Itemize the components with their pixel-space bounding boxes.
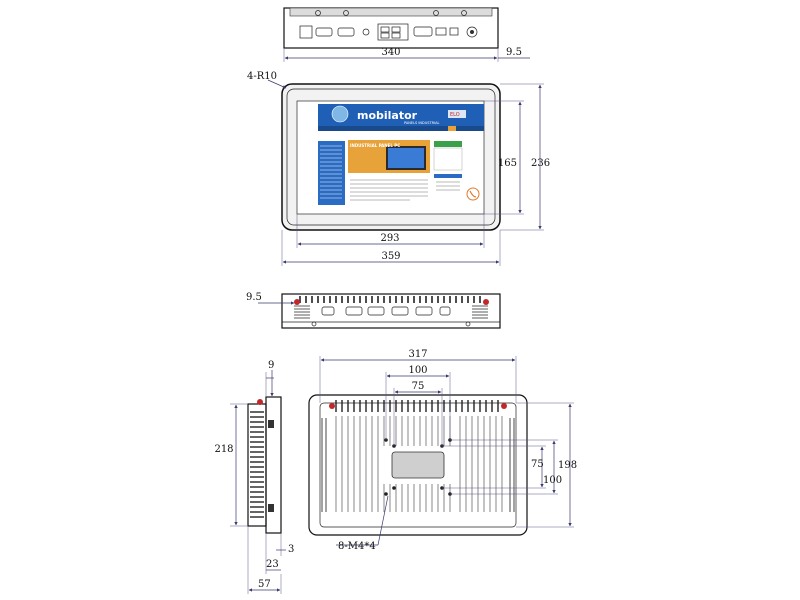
website-phone-icon — [466, 187, 480, 201]
back-view: 317 100 75 75 100 198 8-M4*4 — [308, 349, 577, 552]
side-view-bezel — [265, 396, 282, 534]
vesa-100-vertical-label: 100 — [543, 475, 562, 486]
front-screen: mobilator PANELS INDUSTRIAL ELO — [296, 100, 485, 215]
bottom-depth-label: 9.5 — [246, 292, 262, 303]
overall-width-label: 359 — [381, 251, 400, 262]
back-width-label: 317 — [408, 349, 427, 360]
back-label-plate — [391, 451, 445, 479]
side-top-label: 9 — [268, 360, 274, 371]
top-view-connectors — [299, 10, 478, 41]
back-right-indicator-icon — [501, 403, 507, 409]
screw-label: 8-M4*4 — [338, 541, 376, 552]
bottom-view: 9.5 — [246, 292, 501, 329]
website-globe-icon — [331, 105, 349, 123]
corner-radius-label: 4-R10 — [247, 71, 277, 82]
vesa-100-horizontal-label: 100 — [408, 365, 427, 376]
front-view: mobilator PANELS INDUSTRIAL ELO — [247, 71, 550, 266]
website-banner-title: INDUSTRIAL PANEL PC — [350, 143, 400, 148]
back-height-label: 198 — [558, 460, 577, 471]
website-brand: ELO — [450, 112, 460, 118]
vesa-75-horizontal-label: 75 — [412, 381, 425, 392]
website-sidebar — [318, 141, 345, 205]
vesa-75-vertical-label: 75 — [531, 459, 544, 470]
side-top-indicator-icon — [257, 399, 263, 405]
bottom-right-indicator-icon — [483, 299, 489, 305]
overall-height-label: 236 — [531, 158, 550, 169]
website-tagline: PANELS INDUSTRIAL — [404, 121, 440, 125]
screen-width-label: 293 — [380, 233, 399, 244]
top-width-label: 340 — [381, 47, 400, 58]
bottom-left-indicator-icon — [294, 299, 300, 305]
website-header — [318, 104, 484, 126]
screen-height-label: 165 — [498, 158, 517, 169]
top-view: 340 9.5 — [283, 7, 530, 62]
side-total-label: 57 — [258, 579, 271, 590]
back-left-indicator-icon — [329, 403, 335, 409]
bottom-view-body — [281, 293, 501, 329]
website-logo: mobilator — [357, 109, 418, 122]
side-view-body — [247, 403, 267, 527]
back-view-bezel — [308, 394, 528, 536]
top-depth-label: 9.5 — [506, 47, 522, 58]
side-edge-label: 3 — [288, 544, 294, 555]
bottom-view-connectors — [311, 306, 471, 327]
side-height-label: 218 — [214, 444, 233, 455]
side-view: 218 9 3 23 57 — [214, 360, 294, 594]
side-inner-label: 23 — [266, 559, 279, 570]
